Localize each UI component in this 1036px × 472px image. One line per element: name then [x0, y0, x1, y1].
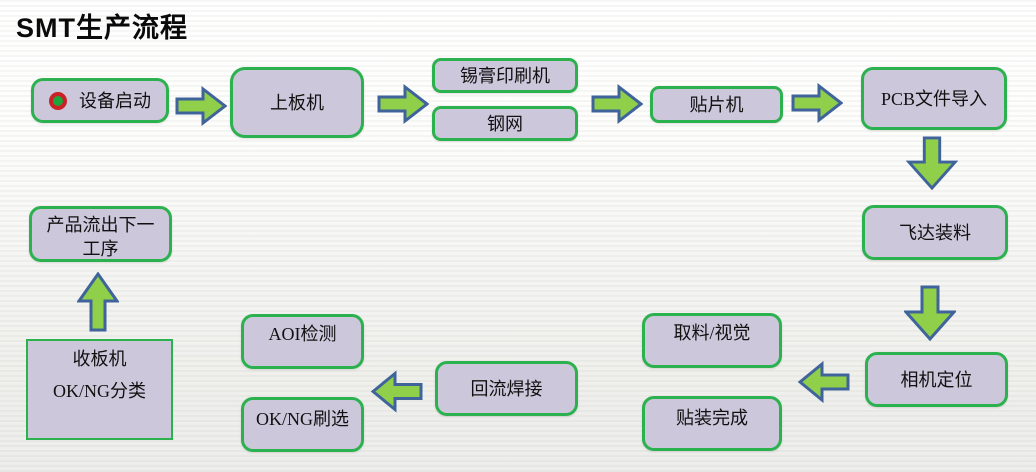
node-stencil: 钢网 — [432, 106, 578, 141]
node-feeder-load: 飞达装料 — [862, 205, 1008, 260]
node-label: 取料/视觉 — [673, 323, 751, 343]
arrow-right-icon — [791, 83, 843, 123]
node-label: 收板机 — [72, 349, 127, 369]
node-label: 上板机 — [270, 92, 324, 113]
arrow-right-icon — [175, 85, 227, 127]
arrow-left-icon — [798, 359, 850, 405]
node-label: PCB文件导入 — [880, 88, 988, 109]
node-label: 钢网 — [487, 113, 523, 134]
node-label: 贴片机 — [689, 94, 744, 115]
node-reflow-solder: 回流焊接 — [435, 361, 578, 416]
page-title: SMT生产流程 — [16, 13, 188, 43]
arrow-down-icon — [906, 136, 958, 190]
node-label: OK/NG刷选 — [256, 409, 349, 429]
node-pcb-import: PCB文件导入 — [861, 67, 1007, 130]
arrow-down-icon — [904, 285, 956, 341]
node-label: 锡膏印刷机 — [460, 65, 550, 86]
node-label: 飞达装料 — [899, 222, 971, 243]
node-mount-done: 贴装完成 — [642, 396, 782, 451]
node-product-next-step: 产品流出下一工序 — [29, 206, 172, 262]
node-label: 产品流出下一工序 — [46, 215, 155, 259]
node-ok-ng-screen: OK/NG刷选 — [241, 397, 364, 452]
node-board-loader: 上板机 — [230, 67, 364, 138]
status-indicator-icon — [49, 91, 67, 110]
node-label: 贴装完成 — [676, 408, 748, 428]
node-label: 回流焊接 — [470, 378, 543, 399]
arrow-up-icon — [77, 272, 119, 332]
arrow-right-icon — [377, 83, 429, 125]
node-pick-place-machine: 贴片机 — [650, 86, 783, 123]
node-pick-vision: 取料/视觉 — [642, 313, 782, 368]
node-label: 设备启动 — [79, 90, 151, 111]
node-label: AOI检测 — [268, 324, 337, 344]
node-camera-align: 相机定位 — [865, 352, 1008, 407]
node-aoi-inspect: AOI检测 — [241, 314, 364, 369]
node-sublabel: OK/NG分类 — [53, 381, 146, 401]
arrow-right-icon — [591, 83, 643, 125]
node-label: 相机定位 — [900, 369, 973, 390]
node-device-start: 设备启动 — [31, 78, 169, 123]
node-board-unloader: 收板机 OK/NG分类 — [26, 339, 173, 440]
arrow-left-icon — [371, 370, 423, 413]
node-solder-printer: 锡膏印刷机 — [432, 58, 578, 93]
